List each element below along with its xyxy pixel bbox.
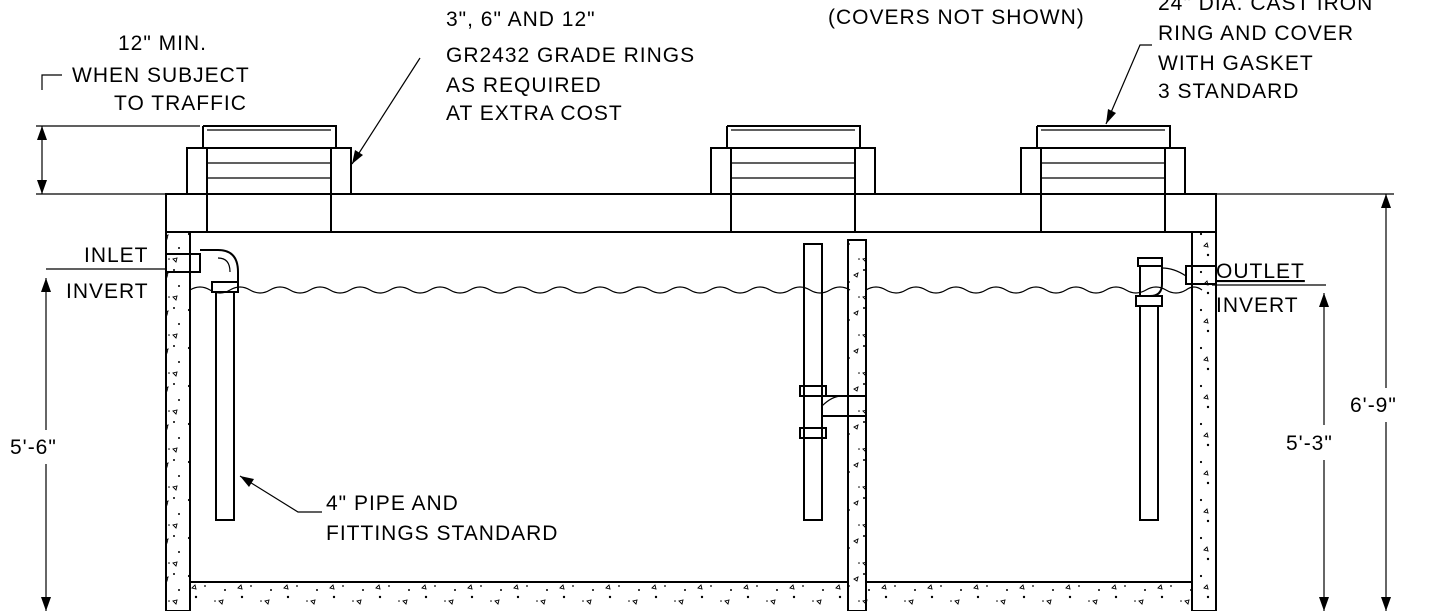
left-wall (165, 231, 191, 611)
riser-1 (186, 125, 352, 232)
dimension-lines (36, 74, 1394, 611)
outlet-pipe (1135, 257, 1217, 521)
cover-label-3: WITH GASKET (1158, 52, 1314, 75)
covers-note: (COVERS NOT SHOWN) (828, 6, 1085, 29)
pipe-label-2: FITTINGS STANDARD (326, 522, 558, 545)
riser-2 (710, 125, 876, 232)
cover-label-2: RING AND COVER (1158, 22, 1354, 45)
top-clearance-label-3: TO TRAFFIC (114, 92, 247, 115)
top-clearance-label-1: 12" MIN. (118, 32, 207, 55)
tank-floor-left (189, 581, 849, 611)
inlet-label-2: INVERT (66, 280, 149, 303)
labels: 12" MIN. WHEN SUBJECT TO TRAFFIC 3", 6" … (10, 0, 1397, 545)
right-wall (1191, 231, 1217, 611)
tank-body (165, 193, 1217, 611)
riser-3 (1020, 125, 1186, 232)
top-slab (165, 193, 1217, 233)
grade-rings-label-1: 3", 6" AND 12" (446, 8, 596, 31)
risers (186, 125, 1186, 232)
outlet-label-1: OUTLET (1216, 260, 1305, 283)
top-clearance-label-2: WHEN SUBJECT (72, 64, 250, 87)
dim-outlet-label: 5'-3" (1286, 432, 1333, 455)
tank-floor-right (865, 581, 1193, 611)
cover-label-4: 3 STANDARD (1158, 80, 1299, 103)
pipe-label-1: 4" PIPE AND (326, 492, 459, 515)
cover-label-1: 24" DIA. CAST IRON (1158, 0, 1373, 15)
inlet-pipe (165, 249, 239, 521)
liquid-level (189, 286, 1203, 294)
dim-inlet-label: 5'-6" (10, 436, 57, 459)
grade-rings-label-4: AT EXTRA COST (446, 102, 623, 125)
dim-total-label: 6'-9" (1350, 394, 1397, 417)
inlet-label-1: INLET (84, 244, 149, 267)
grade-rings-label-2: GR2432 GRADE RINGS (446, 44, 695, 67)
outlet-label-2: INVERT (1216, 294, 1299, 317)
leader-lines (239, 44, 1152, 513)
grade-rings-label-3: AS REQUIRED (446, 74, 602, 97)
baffle-wall (847, 239, 867, 611)
baffle-pipe (799, 243, 867, 521)
